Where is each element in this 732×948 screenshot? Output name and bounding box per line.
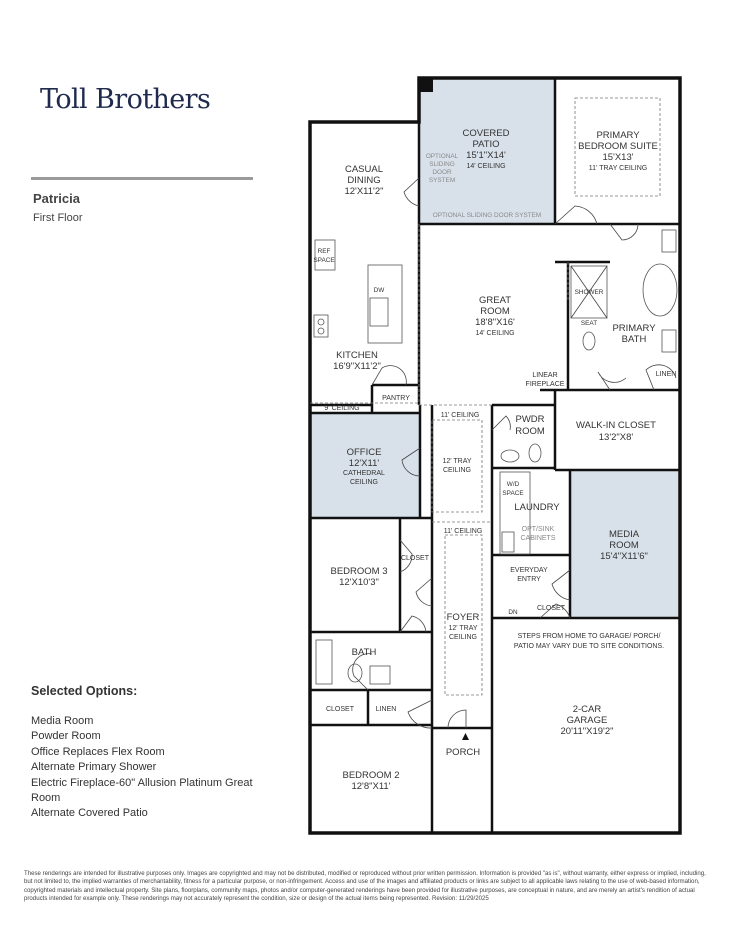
great-room-size: 18'8"X16' (475, 317, 515, 328)
pantry-label: PANTRY (382, 395, 410, 402)
everyday-entry-label: EVERYDAY (510, 567, 548, 574)
brand-logo: Toll Brothers (40, 84, 211, 115)
powder-room-label: PWDR (515, 414, 544, 425)
foyer-label: FOYER (447, 612, 480, 623)
option-item: Alternate Primary Shower (31, 761, 157, 774)
casual-dining-label: DINING (347, 175, 380, 186)
shower-label: SHOWER (575, 289, 604, 296)
garage-note: STEPS FROM HOME TO GARAGE/ PORCH/ (518, 633, 661, 640)
option-item: Office Replaces Flex Room (31, 745, 165, 758)
bedroom3-size: 12'X10'3" (339, 577, 379, 588)
linear-fireplace-label: LINEAR (532, 372, 557, 379)
kitchen-label: KITCHEN (336, 350, 378, 361)
entry-closet-label: CLOSET (537, 605, 566, 612)
foyer-ceiling: 12' TRAY (448, 625, 477, 632)
optional-sliding-door-label: SYSTEM (429, 177, 455, 184)
optional-sliding-door-label: OPTIONAL (426, 153, 459, 160)
casual-dining-size: 12'X11'2" (344, 186, 383, 197)
office-size: 12'X11' (349, 458, 380, 469)
media-room-shade (570, 470, 680, 618)
walk-in-closet-label: WALK-IN CLOSET (576, 420, 656, 431)
hall-linen-label: LINEN (376, 706, 397, 713)
header-divider (31, 177, 253, 180)
laundry-label: LAUNDRY (514, 502, 560, 513)
primary-bath-label: BATH (622, 334, 647, 345)
hall-closet-label: CLOSET (326, 706, 355, 713)
hall-tray-ceiling: 12' TRAY (442, 458, 471, 465)
bedroom3-label: BEDROOM 3 (330, 566, 387, 577)
foyer-ceiling: CEILING (449, 634, 477, 641)
covered-patio-ceiling: 14' CEILING (466, 163, 505, 170)
bedroom3-closet-label: CLOSET (401, 555, 430, 562)
casual-dining-label: CASUAL (345, 164, 383, 175)
optional-sliding-door-label: SLIDING (429, 161, 455, 168)
great-room-label: GREAT (479, 295, 511, 306)
plan-name: Patricia (33, 191, 80, 206)
primary-bedroom-label: BEDROOM SUITE (578, 141, 658, 152)
ceiling-outlines (310, 97, 661, 696)
hall-ceiling-height: 11' CEILING (441, 412, 480, 419)
media-room-label: MEDIA (609, 529, 640, 540)
option-item: Powder Room (31, 730, 101, 743)
linen-primary-label: LINEN (656, 371, 677, 378)
garage-note: PATIO MAY VARY DUE TO SITE CONDITIONS. (514, 643, 664, 650)
covered-patio-label: COVERED (463, 128, 510, 139)
garage-size: 20'11"X19'2" (561, 726, 614, 737)
walk-in-closet-size: 13'2"X8' (599, 432, 634, 443)
column-marker (419, 78, 433, 92)
powder-room-label: ROOM (515, 426, 545, 437)
media-room-size: 15'4"X11'6" (600, 551, 648, 562)
office-label: OFFICE (347, 447, 382, 458)
primary-bath-label: PRIMARY (612, 323, 656, 334)
great-room-ceiling: 14' CEILING (475, 330, 514, 337)
optional-sliding-door-label: DOOR (432, 169, 452, 176)
covered-patio-size: 15'1"X14' (466, 150, 506, 161)
floor-name: First Floor (33, 212, 83, 224)
wd-space-label: SPACE (502, 490, 523, 497)
primary-bedroom-size: 15'X13' (602, 152, 633, 163)
door-swings (352, 177, 677, 729)
selected-options-list: Media Room Powder Room Office Replaces F… (31, 714, 271, 822)
everyday-entry-label: ENTRY (517, 576, 541, 583)
seat-label: SEAT (581, 320, 597, 327)
garage-label: 2-CAR (573, 704, 602, 715)
bedroom2-label: BEDROOM 2 (342, 770, 399, 781)
primary-bedroom-ceiling: 11' TRAY CEILING (589, 165, 647, 172)
fixtures (313, 229, 678, 740)
option-item: Media Room (31, 715, 94, 727)
media-room-label: ROOM (609, 540, 639, 551)
bath-label: BATH (352, 647, 377, 658)
covered-patio-shade (419, 78, 555, 224)
linear-fireplace-label: FIREPLACE (526, 381, 565, 388)
dishwasher-label: DW (374, 287, 386, 294)
room-labels: COVERED PATIO 15'1"X14' 14' CEILING OPTI… (313, 128, 676, 792)
porch-label: PORCH (446, 747, 480, 758)
office-shade (310, 413, 420, 518)
option-item: Electric Fireplace-60" Allusion Platinum… (31, 776, 253, 805)
primary-bedroom-label: PRIMARY (596, 130, 640, 141)
ref-space-label: REF (318, 248, 331, 255)
garage-label: GARAGE (567, 715, 608, 726)
optional-sliding-door-bottom: OPTIONAL SLIDING DOOR SYSTEM (433, 212, 541, 219)
wd-space-label: W/D (507, 481, 520, 488)
ref-space-label: SPACE (313, 257, 334, 264)
opt-sink-label: OPT/SINK (522, 526, 555, 533)
hall-tray-ceiling: CEILING (443, 467, 471, 474)
covered-patio-label: PATIO (472, 139, 499, 150)
office-ceiling: CATHEDRAL (343, 470, 385, 477)
bedroom2-size: 12'8"X11' (351, 781, 390, 792)
option-item: Alternate Covered Patio (31, 807, 148, 820)
opt-sink-label: CABINETS (520, 535, 555, 542)
great-room-label: ROOM (480, 306, 510, 317)
down-stairs-label: DN (508, 609, 518, 616)
disclaimer: These renderings are intended for illust… (24, 870, 706, 903)
office-ceiling-height: 9' CEILING (324, 405, 359, 412)
selected-options-title: Selected Options: (31, 684, 138, 698)
office-ceiling: CEILING (350, 479, 378, 486)
foyer-ceiling-height: 11' CEILING (444, 528, 483, 535)
kitchen-size: 16'9"X11'2" (333, 361, 381, 372)
